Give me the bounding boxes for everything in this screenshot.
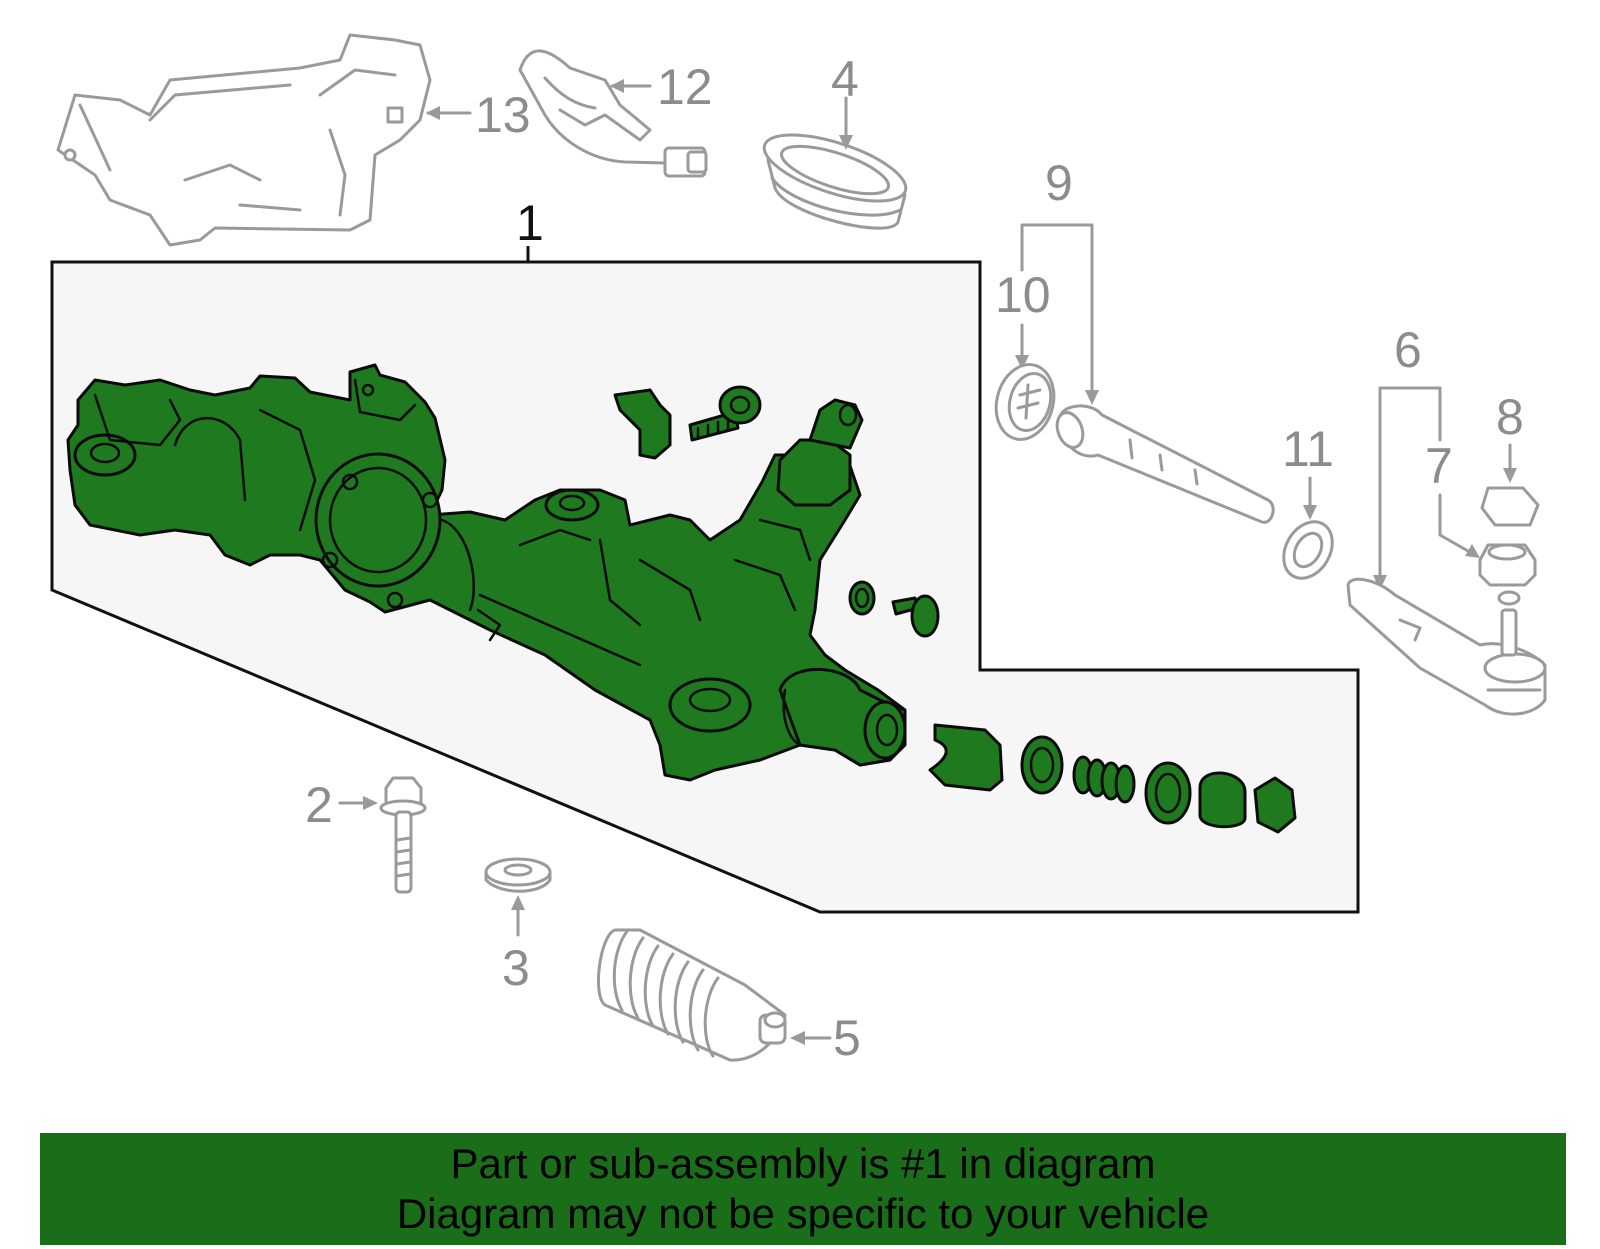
part-7-nut[interactable] xyxy=(1478,543,1537,587)
part-5-boot[interactable] xyxy=(597,928,832,1062)
callout-7: 7 xyxy=(1425,438,1453,494)
banner-line-1: Part or sub-assembly is #1 in diagram xyxy=(450,1140,1156,1187)
callout-13: 13 xyxy=(475,87,531,143)
part-9-inner-tie-rod[interactable] xyxy=(1053,404,1275,524)
part-4-grommet[interactable] xyxy=(757,96,913,230)
callout-4: 4 xyxy=(831,51,859,107)
part-2-bolt[interactable] xyxy=(338,776,427,894)
callout-3: 3 xyxy=(502,940,530,996)
callout-5: 5 xyxy=(833,1010,861,1066)
part-8-hex-nut[interactable] xyxy=(1480,443,1540,527)
callout-9-10-leaders xyxy=(1015,223,1099,405)
banner-line-2: Diagram may not be specific to your vehi… xyxy=(396,1190,1210,1237)
part-13-heat-shield[interactable] xyxy=(56,33,472,247)
callout-6-7-leaders xyxy=(1373,386,1480,590)
callout-8: 8 xyxy=(1496,389,1524,445)
part-10-lock-washer[interactable] xyxy=(988,358,1062,446)
callout-11: 11 xyxy=(1282,421,1334,477)
callout-12: 12 xyxy=(657,59,713,115)
part-6-tie-rod-end[interactable] xyxy=(1346,577,1547,716)
info-banner: Part or sub-assembly is #1 in diagram Di… xyxy=(40,1133,1566,1245)
part-1-steering-gear-assembly[interactable] xyxy=(66,363,1297,834)
callout-10: 10 xyxy=(995,267,1051,323)
part-11-jam-nut[interactable] xyxy=(1274,476,1342,587)
part-3-washer[interactable] xyxy=(484,857,552,937)
callout-9: 9 xyxy=(1045,155,1073,211)
callout-6: 6 xyxy=(1394,322,1422,378)
callout-2: 2 xyxy=(305,777,333,833)
callout-1: 1 xyxy=(516,195,544,251)
part-12-sensor[interactable] xyxy=(518,49,708,178)
